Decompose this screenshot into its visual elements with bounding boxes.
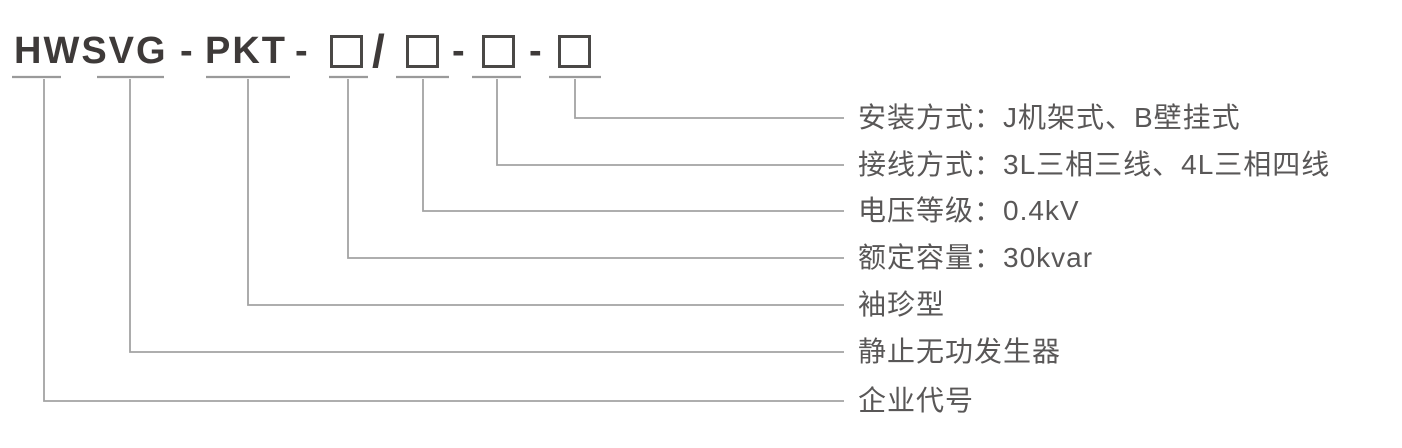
model-box-mounting — [558, 35, 591, 68]
annotation-pocket-type: 袖珍型 — [858, 289, 946, 320]
annotation-rated-capacity: 额定容量：30kvar — [858, 242, 1094, 273]
connector-line-wiring — [496, 79, 844, 166]
model-code-product-type: SVG — [81, 30, 168, 72]
connector-line-voltage — [422, 79, 844, 212]
model-code-prefix: HWSVG — [14, 27, 168, 75]
connector-line-product — [129, 79, 844, 353]
connector-line-mounting — [574, 79, 844, 119]
model-code-series: PKT — [205, 30, 287, 72]
annotation-enterprise-code: 企业代号 — [858, 385, 975, 416]
model-box-wiring — [482, 35, 515, 68]
annotation-voltage-level: 电压等级：0.4kV — [858, 195, 1080, 226]
connector-line-capacity — [347, 79, 844, 259]
model-dash-icon: - — [529, 30, 544, 72]
connector-line-enterprise — [43, 79, 844, 402]
annotation-mounting-method: 安装方式：J机架式、B壁挂式 — [858, 102, 1241, 133]
annotation-static-var-generator: 静止无功发生器 — [858, 336, 1062, 367]
model-box-voltage — [406, 35, 439, 68]
model-dash-icon: - — [180, 30, 195, 72]
model-dash-icon: - — [452, 30, 467, 72]
model-dash-icon: - — [295, 30, 310, 72]
model-slash-icon: / — [372, 25, 385, 77]
model-code-row: HWSVG - PKT - / - - — [0, 0, 1402, 90]
model-box-capacity — [330, 35, 363, 68]
connector-line-series — [247, 79, 844, 306]
annotation-wiring-method: 接线方式：3L三相三线、4L三相四线 — [858, 149, 1331, 180]
model-code-enterprise: HW — [14, 30, 82, 72]
